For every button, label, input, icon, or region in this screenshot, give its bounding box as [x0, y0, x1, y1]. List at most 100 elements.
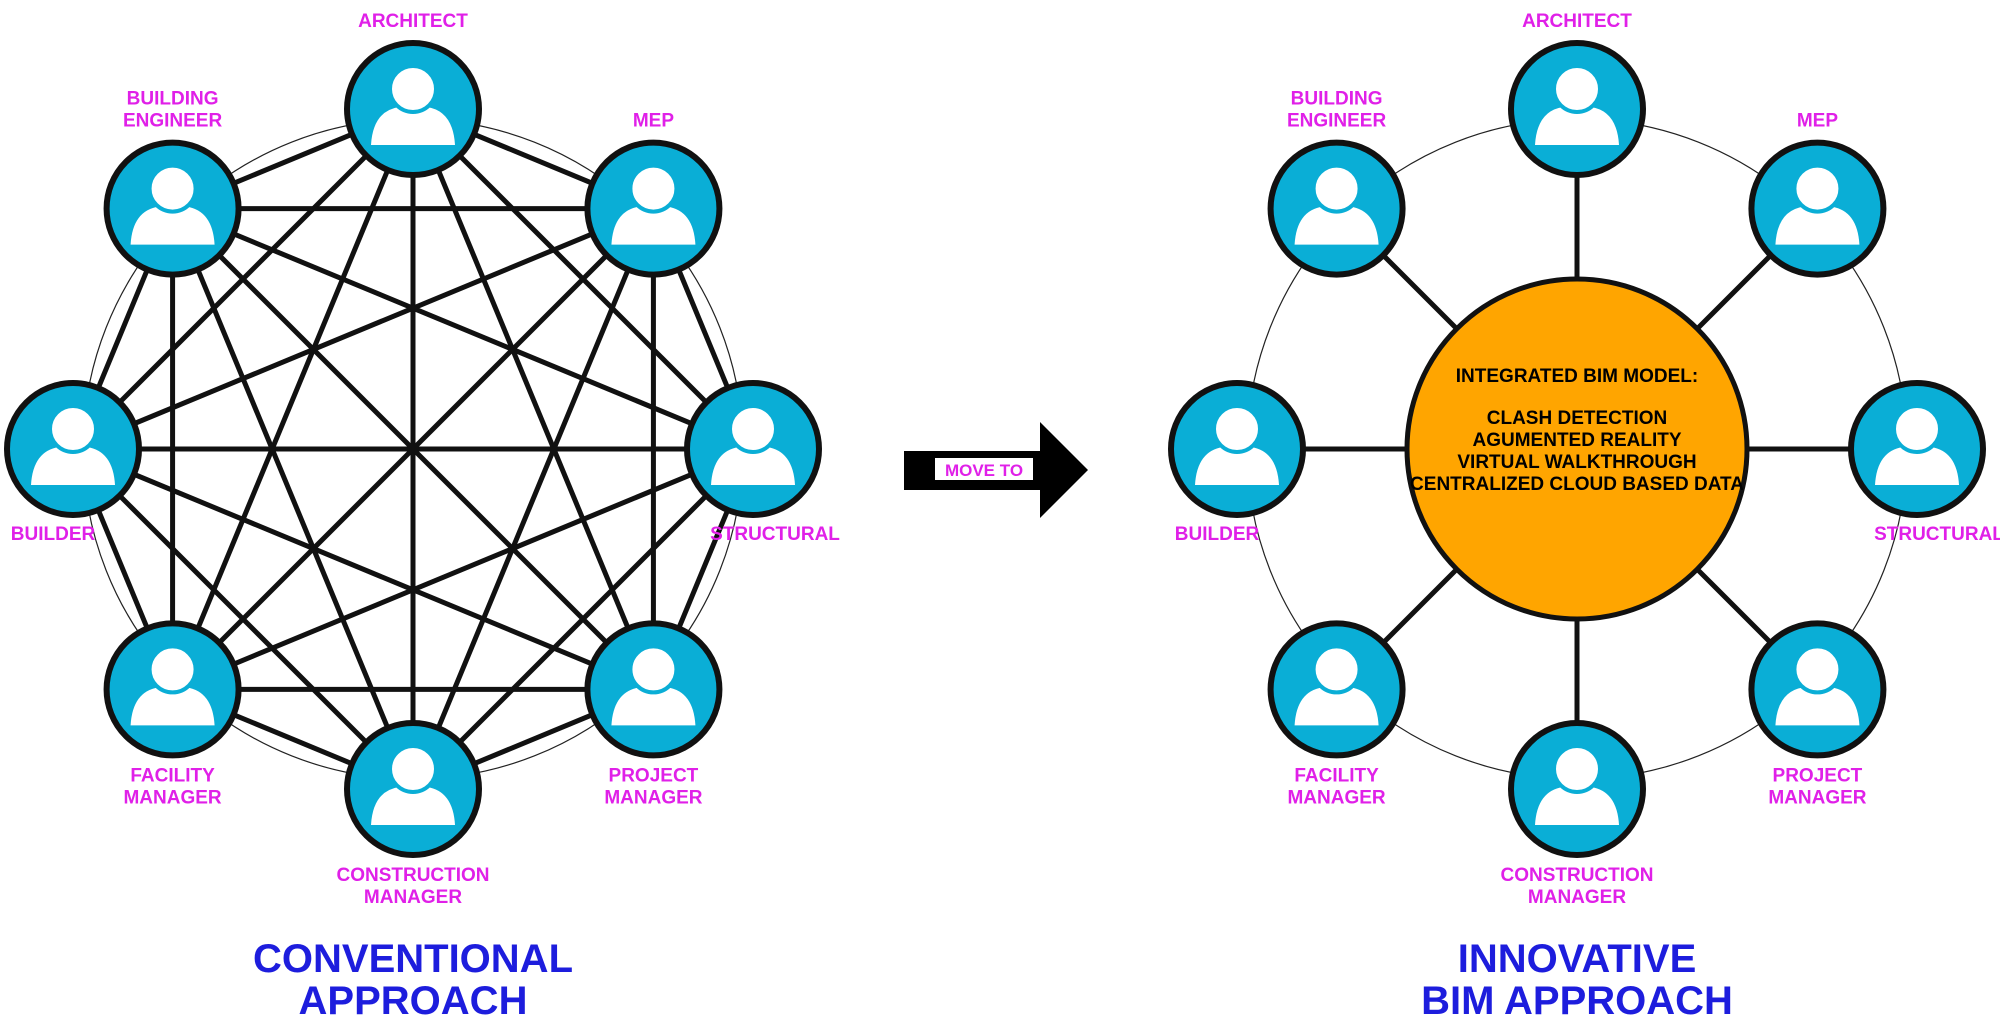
person-head-shape — [1792, 644, 1843, 695]
bim-approach-diagram: INTEGRATED BIM MODEL: CLASH DETECTION AG… — [1168, 11, 2000, 1023]
person-icon — [1535, 64, 1619, 145]
person-icon — [711, 404, 795, 485]
person-head-shape — [388, 64, 438, 114]
right-label-facility-manager-line2: MANAGER — [1287, 787, 1385, 808]
person-head-shape — [1792, 163, 1843, 214]
right-label-building-engineer-line2: ENGINEER — [1287, 111, 1387, 132]
right-label-builder: BUILDER — [1175, 524, 1260, 545]
left-title-line2: APPROACH — [299, 979, 528, 1023]
left-node-mep: MEP — [584, 111, 723, 278]
person-head-shape — [1552, 744, 1602, 794]
person-body-shape — [1775, 206, 1860, 245]
right-node-mep: MEP — [1748, 111, 1887, 278]
person-body-shape — [1294, 687, 1379, 726]
right-label-structural: STRUCTURAL — [1874, 524, 2000, 545]
left-label-project-manager-line2: MANAGER — [604, 787, 702, 808]
person-head-shape — [1212, 404, 1262, 454]
person-icon — [1294, 163, 1379, 245]
person-head-shape — [728, 404, 778, 454]
right-label-facility-manager-line1: FACILITY — [1294, 765, 1379, 786]
hub-item-virtual-walkthrough: VIRTUAL WALKTHROUGH — [1457, 452, 1696, 473]
right-label-building-engineer-line1: BUILDING — [1291, 89, 1383, 110]
right-label-mep: MEP — [1797, 111, 1839, 132]
person-body-shape — [130, 206, 215, 245]
hub-item-clash-detection: CLASH DETECTION — [1487, 408, 1668, 429]
person-icon — [1195, 404, 1279, 485]
left-node-architect: ARCHITECT — [344, 11, 482, 178]
left-label-building-engineer-line2: ENGINEER — [123, 111, 223, 132]
person-icon — [1775, 163, 1860, 245]
right-label-project-manager-line1: PROJECT — [1773, 765, 1863, 786]
person-head-shape — [388, 744, 438, 794]
right-title-line1: INNOVATIVE — [1458, 937, 1697, 981]
left-label-building-engineer-line1: BUILDING — [127, 89, 219, 110]
person-body-shape — [711, 447, 795, 485]
person-head-shape — [1552, 64, 1602, 114]
left-label-builder: BUILDER — [11, 524, 96, 545]
person-head-shape — [147, 163, 198, 214]
left-label-structural: STRUCTURAL — [710, 524, 840, 545]
right-node-architect: ARCHITECT — [1508, 11, 1646, 178]
person-head-shape — [1892, 404, 1942, 454]
connection-line-architect-project-manager — [410, 108, 656, 691]
person-body-shape — [611, 687, 696, 726]
person-icon — [371, 744, 455, 825]
person-icon — [1294, 644, 1379, 726]
left-label-construction-manager-line2: MANAGER — [364, 887, 462, 908]
connection-line-mep-builder — [72, 206, 655, 452]
person-icon — [31, 404, 115, 485]
left-node-structural: STRUCTURAL — [684, 380, 840, 545]
hub-item-cloud-data: CENTRALIZED CLOUD BASED DATA — [1410, 474, 1744, 495]
left-label-construction-manager-line1: CONSTRUCTION — [336, 865, 489, 886]
arrow-label-box — [935, 458, 1033, 480]
person-body-shape — [1535, 787, 1619, 825]
connection-line-structural-facility-manager — [171, 446, 754, 692]
person-body-shape — [1875, 447, 1959, 485]
connection-line-construction-manager-building-engineer — [170, 207, 416, 790]
person-body-shape — [1294, 206, 1379, 245]
person-icon — [1535, 744, 1619, 825]
person-head-shape — [48, 404, 98, 454]
move-to-arrow: MOVE TO — [904, 422, 1088, 518]
right-label-project-manager-line2: MANAGER — [1768, 787, 1866, 808]
arrow-label: MOVE TO — [945, 461, 1023, 480]
left-label-project-manager-line1: PROJECT — [609, 765, 699, 786]
hub-heading: INTEGRATED BIM MODEL: — [1456, 366, 1698, 387]
person-head-shape — [1311, 644, 1362, 695]
left-title-line1: CONVENTIONAL — [253, 937, 573, 981]
person-icon — [371, 64, 455, 145]
left-label-facility-manager-line1: FACILITY — [130, 765, 215, 786]
person-icon — [130, 644, 215, 726]
person-icon — [1875, 404, 1959, 485]
person-body-shape — [611, 206, 696, 245]
left-label-facility-manager-line2: MANAGER — [123, 787, 221, 808]
left-label-architect: ARCHITECT — [358, 11, 468, 32]
person-body-shape — [130, 687, 215, 726]
person-head-shape — [628, 163, 679, 214]
right-label-construction-manager-line1: CONSTRUCTION — [1500, 865, 1653, 886]
right-label-construction-manager-line2: MANAGER — [1528, 887, 1626, 908]
person-head-shape — [628, 644, 679, 695]
right-role-nodes: ARCHITECTMEPSTRUCTURALPROJECTMANAGERCONS… — [1168, 11, 2000, 908]
person-icon — [1775, 644, 1860, 726]
person-head-shape — [1311, 163, 1362, 214]
connection-line-project-manager-builder — [72, 446, 655, 692]
hub-item-augmented-reality: AGUMENTED REALITY — [1473, 430, 1682, 451]
person-head-shape — [147, 644, 198, 695]
person-icon — [611, 163, 696, 245]
person-body-shape — [371, 787, 455, 825]
right-label-architect: ARCHITECT — [1522, 11, 1632, 32]
bim-hub — [1404, 276, 1750, 622]
left-node-builder: BUILDER — [4, 380, 142, 545]
person-body-shape — [31, 447, 115, 485]
person-body-shape — [1195, 447, 1279, 485]
left-label-mep: MEP — [633, 111, 675, 132]
